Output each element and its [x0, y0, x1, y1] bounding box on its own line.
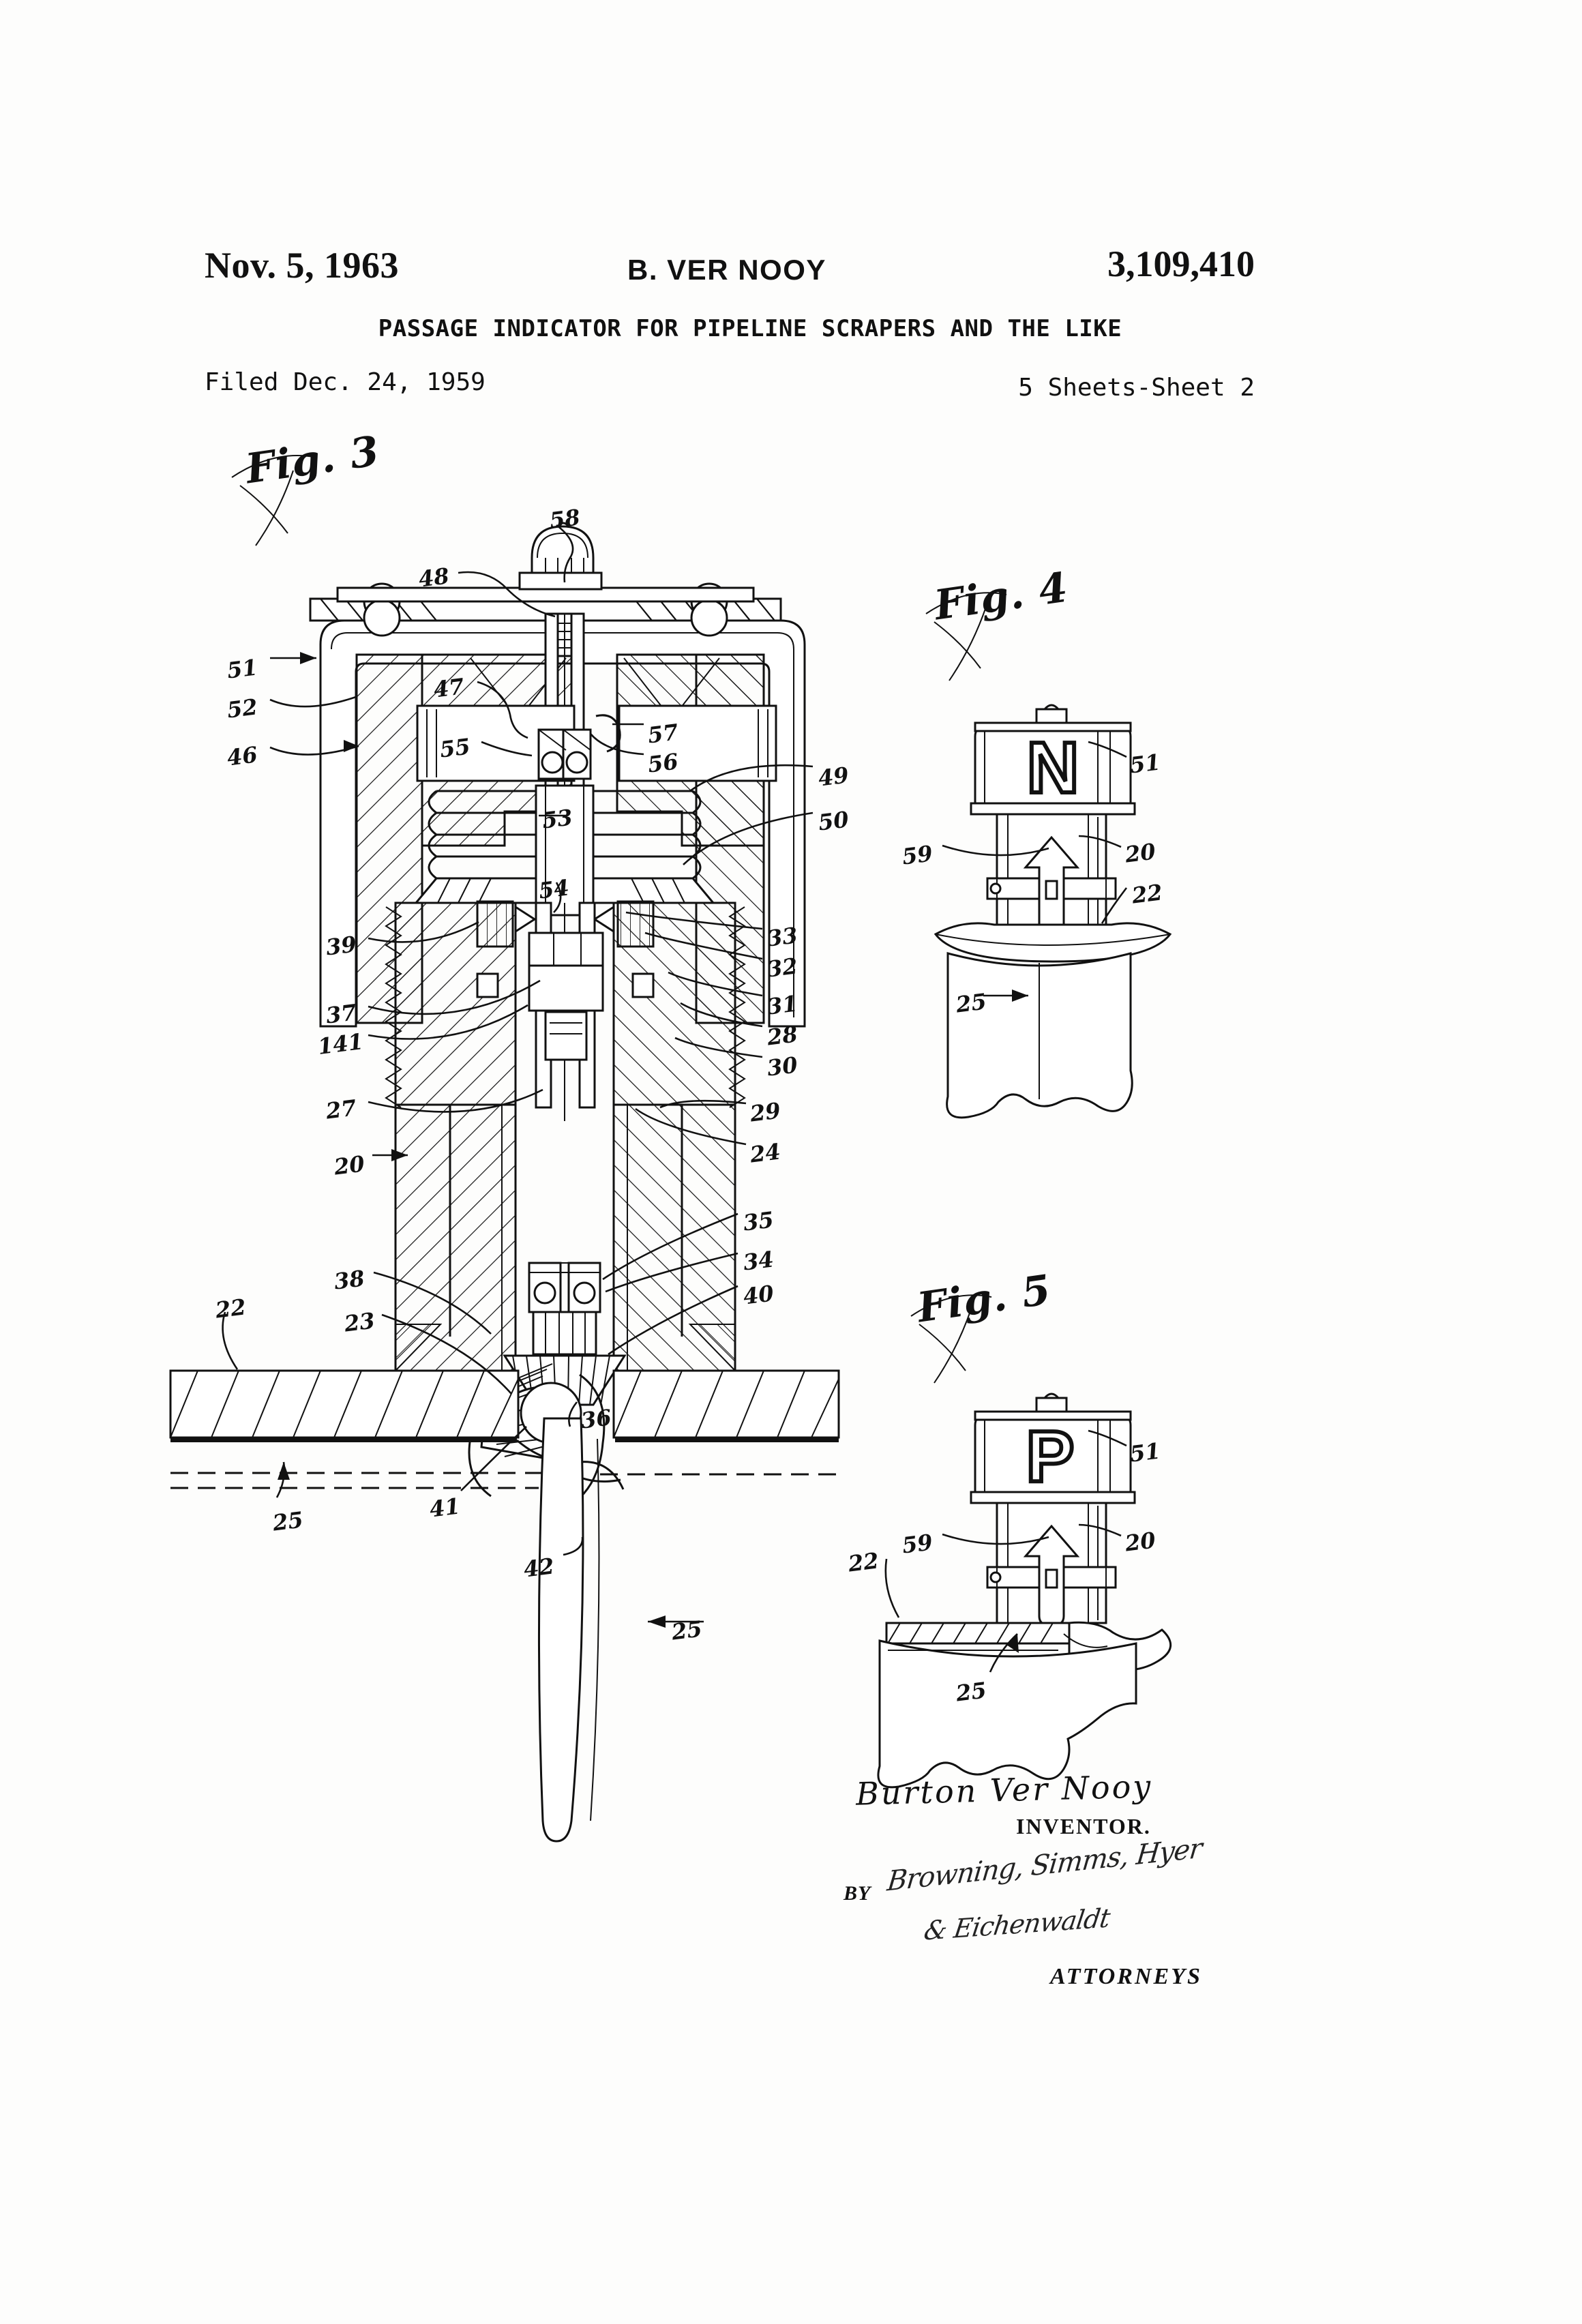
indicator-letter-p: P — [1026, 1416, 1075, 1497]
fig3-ref-34: 34 — [741, 1246, 775, 1276]
attorneys-label: ATTORNEYS — [1050, 1964, 1202, 1989]
fig3-ref-52: 52 — [225, 694, 259, 724]
fig5-ref-22: 22 — [846, 1547, 880, 1577]
fig3-ref-47: 47 — [432, 673, 466, 703]
fig3-ref-30: 30 — [765, 1052, 799, 1082]
fig3-ref-35: 35 — [741, 1206, 775, 1236]
patent-title: PASSAGE INDICATOR FOR PIPELINE SCRAPERS … — [378, 315, 1122, 342]
fig3-ref-51: 51 — [225, 654, 259, 684]
inventor-signature: Burton Ver Nooy — [855, 1768, 1153, 1813]
sheet-count: 5 Sheets-Sheet 2 — [1018, 374, 1255, 402]
fig4-ref-22: 22 — [1130, 879, 1164, 909]
fig3-ref-37: 37 — [324, 999, 358, 1029]
fig3-ref-28: 28 — [765, 1021, 799, 1051]
fig5-ref-59: 59 — [900, 1529, 934, 1559]
fig3-ref-56: 56 — [646, 748, 680, 778]
fig3-ref-49: 49 — [816, 762, 850, 792]
fig3-ref-24: 24 — [748, 1138, 782, 1168]
fig3-ref-50: 50 — [816, 806, 850, 836]
fig3-ref-25: 25 — [670, 1615, 704, 1645]
fig3-ref-25: 25 — [271, 1506, 305, 1536]
filing-date: Filed Dec. 24, 1959 — [205, 368, 486, 396]
figure-4-drawing: N — [925, 592, 1172, 1119]
fig3-ref-33: 33 — [765, 922, 799, 952]
fig3-ref-36: 36 — [579, 1404, 613, 1434]
fig3-ref-48: 48 — [417, 563, 451, 593]
fig3-ref-20: 20 — [332, 1150, 366, 1180]
fig3-ref-27: 27 — [324, 1094, 358, 1124]
fig4-ref-25: 25 — [954, 988, 988, 1018]
figure-3-drawing — [169, 455, 840, 1843]
fig3-ref-141: 141 — [316, 1028, 365, 1060]
by-label: BY — [844, 1882, 871, 1905]
fig5-ref-51: 51 — [1128, 1437, 1162, 1468]
fig3-ref-53: 53 — [540, 804, 574, 834]
fig3-ref-29: 29 — [748, 1097, 782, 1127]
fig4-ref-20: 20 — [1123, 838, 1157, 868]
fig3-ref-38: 38 — [332, 1265, 366, 1295]
fig3-ref-39: 39 — [324, 931, 358, 961]
indicator-letter-n: N — [1027, 728, 1079, 808]
fig5-ref-25: 25 — [954, 1677, 988, 1707]
fig3-ref-22: 22 — [213, 1294, 248, 1324]
fig3-ref-57: 57 — [646, 719, 680, 749]
inventor-name: B. VER NOOY — [627, 254, 826, 286]
fig4-ref-59: 59 — [900, 840, 934, 870]
fig3-ref-46: 46 — [225, 741, 259, 771]
fig5-ref-20: 20 — [1123, 1527, 1157, 1557]
fig3-ref-32: 32 — [765, 953, 799, 983]
fig3-ref-31: 31 — [765, 990, 799, 1020]
fig3-ref-41: 41 — [428, 1493, 462, 1523]
fig3-ref-58: 58 — [548, 504, 582, 534]
fig3-ref-23: 23 — [342, 1307, 376, 1337]
fig3-ref-54: 54 — [537, 874, 571, 904]
figure-5-drawing: P — [877, 1294, 1172, 1789]
publication-date: Nov. 5, 1963 — [205, 245, 400, 286]
patent-number: 3,109,410 — [1107, 243, 1255, 284]
inventor-label: INVENTOR. — [1016, 1814, 1151, 1838]
fig3-ref-42: 42 — [522, 1553, 556, 1583]
fig3-ref-55: 55 — [438, 733, 472, 763]
fig3-ref-40: 40 — [741, 1280, 775, 1310]
fig4-ref-51: 51 — [1128, 749, 1162, 779]
